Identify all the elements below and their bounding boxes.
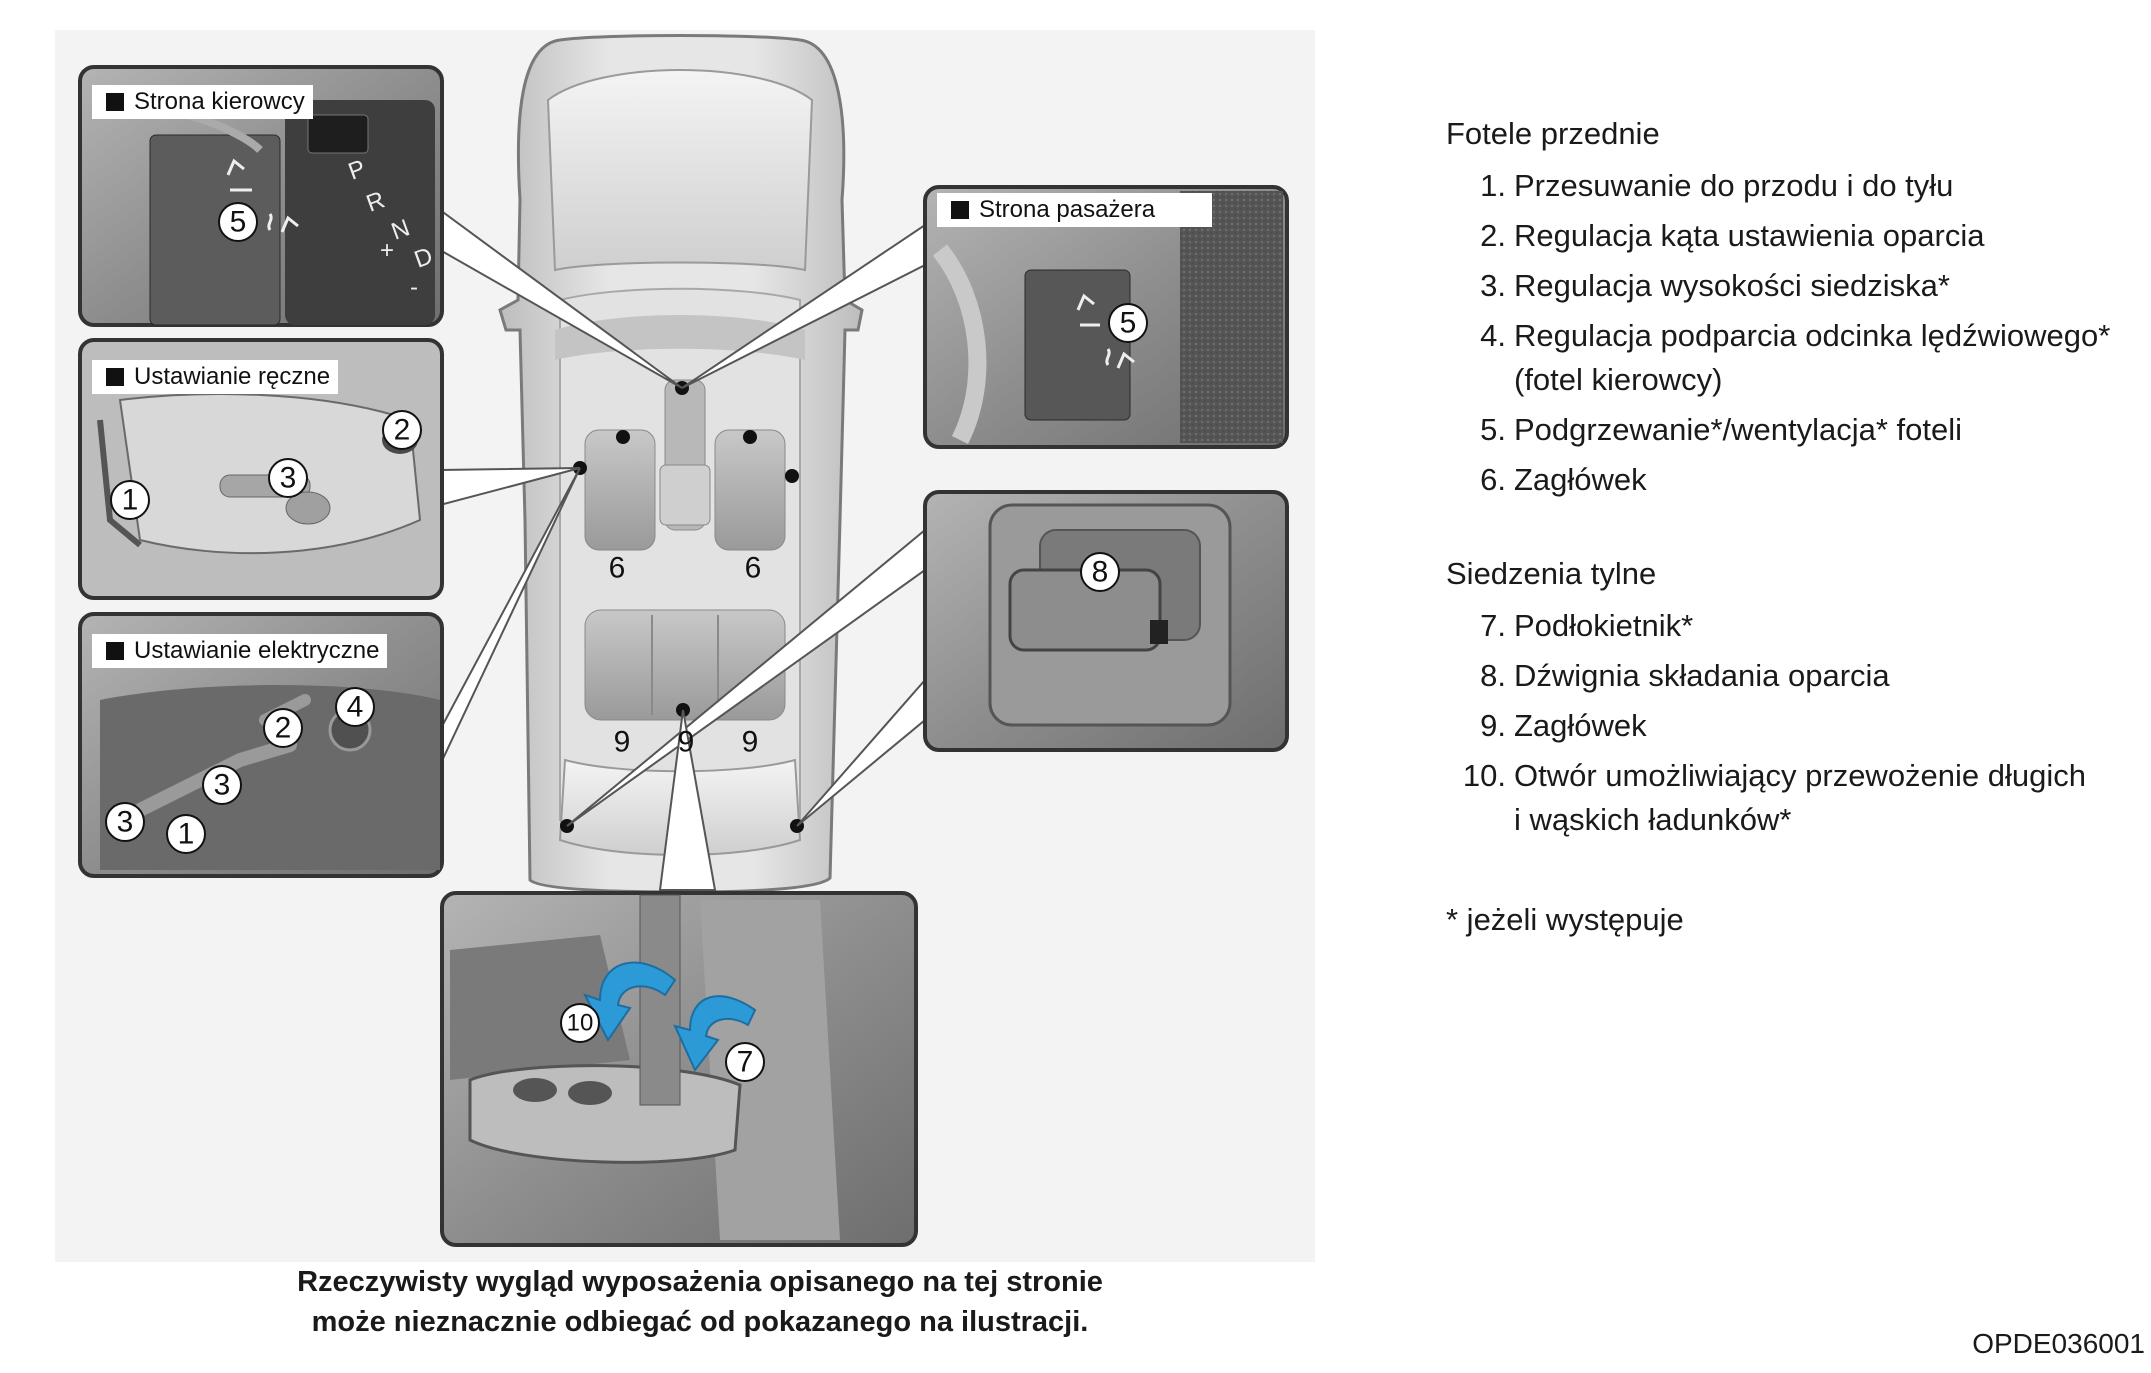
legend-item: 9.Zagłówek bbox=[1480, 708, 1647, 743]
svg-text:6: 6 bbox=[609, 552, 626, 585]
svg-text:9: 9 bbox=[614, 726, 631, 759]
legend-footnote: * jeżeli występuje bbox=[1446, 902, 1684, 937]
legend-item: 4.Regulacja podparcia odcinka lędźwioweg… bbox=[1480, 318, 2111, 397]
svg-text:2: 2 bbox=[394, 414, 411, 447]
badge-electric-3a: 3 bbox=[105, 802, 145, 842]
svg-text:8: 8 bbox=[1092, 556, 1109, 589]
legend-item: 1.Przesuwanie do przodu i do tyłu bbox=[1480, 168, 1954, 203]
svg-text:3: 3 bbox=[214, 769, 231, 802]
fold-arrow-icon bbox=[582, 961, 677, 1042]
square-bullet-icon bbox=[106, 93, 124, 111]
figure-caption: Rzeczywisty wygląd wyposażenia opisanego… bbox=[200, 1262, 1200, 1342]
badge-headrest-front-left: 6 bbox=[609, 552, 626, 585]
svg-text:10: 10 bbox=[567, 1010, 594, 1037]
legend-rear-title: Siedzenia tylne bbox=[1446, 556, 1657, 591]
caption-line-1: Rzeczywisty wygląd wyposażenia opisanego… bbox=[297, 1266, 1103, 1298]
panel-label-driver-side: Strona kierowcy bbox=[92, 85, 313, 119]
badge-headrest-rear-right: 9 bbox=[742, 726, 759, 759]
svg-text:1: 1 bbox=[122, 484, 139, 517]
svg-text:5: 5 bbox=[230, 206, 247, 239]
svg-text:9: 9 bbox=[742, 726, 759, 759]
legend-item: 5.Podgrzewanie*/wentylacja* foteli bbox=[1480, 412, 1963, 447]
badge-manual-3: 3 bbox=[268, 458, 308, 498]
badge-electric-1: 1 bbox=[166, 814, 206, 854]
svg-text:1: 1 bbox=[178, 818, 195, 851]
panel-label-manual-adjust: Ustawianie ręczne bbox=[92, 360, 339, 394]
legend-item: 2.Regulacja kąta ustawienia oparcia bbox=[1480, 218, 1985, 253]
legend-item: 3.Regulacja wysokości siedziska* bbox=[1480, 268, 1950, 303]
svg-text:5: 5 bbox=[1120, 307, 1137, 340]
seat-heater-icon bbox=[226, 158, 299, 233]
badge-manual-1: 1 bbox=[110, 480, 150, 520]
seat-overview-illustration: 5 1 2 3 1 2 3 3 4 5 8 6 6 9 9 9 10 7 P R… bbox=[55, 30, 1315, 1262]
square-bullet-icon bbox=[106, 368, 124, 386]
seat-heater-icon-passenger bbox=[1076, 293, 1135, 369]
badge-headrest-rear-left: 9 bbox=[614, 726, 631, 759]
badge-electric-2: 2 bbox=[263, 708, 303, 748]
gear-letter: + bbox=[380, 237, 394, 264]
legend-item: 7.Podłokietnik* bbox=[1480, 608, 1694, 643]
badge-electric-3b: 3 bbox=[202, 765, 242, 805]
panel-passenger-side bbox=[923, 185, 1289, 449]
svg-text:3: 3 bbox=[117, 806, 134, 839]
badge-electric-4: 4 bbox=[335, 687, 375, 727]
legend-front-title: Fotele przednie bbox=[1446, 116, 1660, 151]
badge-headrest-rear-center: 9 bbox=[678, 726, 695, 759]
panel-label-passenger-side: Strona pasażera bbox=[937, 193, 1212, 227]
panel-fold-lever bbox=[923, 490, 1289, 752]
badge-manual-2: 2 bbox=[382, 410, 422, 450]
panel-rear-armrest bbox=[440, 891, 918, 1247]
fold-arrows bbox=[582, 961, 757, 1072]
fold-arrow-icon bbox=[673, 995, 757, 1072]
legend: Fotele przednie 1.Przesuwanie do przodu … bbox=[1446, 112, 2126, 942]
badge-heat-passenger: 5 bbox=[1108, 303, 1148, 343]
svg-text:9: 9 bbox=[678, 726, 695, 759]
svg-text:2: 2 bbox=[275, 712, 292, 745]
panel-driver-side bbox=[78, 65, 444, 327]
gear-letter: - bbox=[410, 274, 418, 301]
badge-armrest: 7 bbox=[725, 1042, 765, 1082]
number-badges: 5 1 2 3 1 2 3 3 4 5 8 6 6 9 9 9 10 7 bbox=[105, 202, 1148, 1082]
square-bullet-icon bbox=[106, 642, 124, 660]
caption-line-2: może nieznacznie odbiegać od pokazanego … bbox=[311, 1306, 1089, 1338]
svg-text:7: 7 bbox=[737, 1046, 754, 1079]
panel-electric-adjust bbox=[78, 612, 444, 878]
panel-label-electric-adjust: Ustawianie elektryczne bbox=[92, 634, 388, 668]
badge-trunk-passthrough: 10 bbox=[560, 1003, 600, 1043]
svg-text:6: 6 bbox=[745, 552, 762, 585]
badge-fold-lever: 8 bbox=[1080, 552, 1120, 592]
badge-heat-driver: 5 bbox=[218, 202, 258, 242]
square-bullet-icon bbox=[951, 201, 969, 219]
badge-headrest-front-right: 6 bbox=[745, 552, 762, 585]
svg-text:3: 3 bbox=[280, 462, 297, 495]
legend-item: 8.Dźwignia składania oparcia bbox=[1480, 658, 1890, 693]
callout-wedges bbox=[439, 208, 926, 891]
legend-item: 6.Zagłówek bbox=[1480, 462, 1647, 497]
legend-item: 10.Otwór umożliwiający przewożenie długi… bbox=[1462, 758, 2087, 837]
svg-text:4: 4 bbox=[347, 691, 364, 724]
figure-code: OPDE036001 bbox=[1972, 1328, 2145, 1359]
